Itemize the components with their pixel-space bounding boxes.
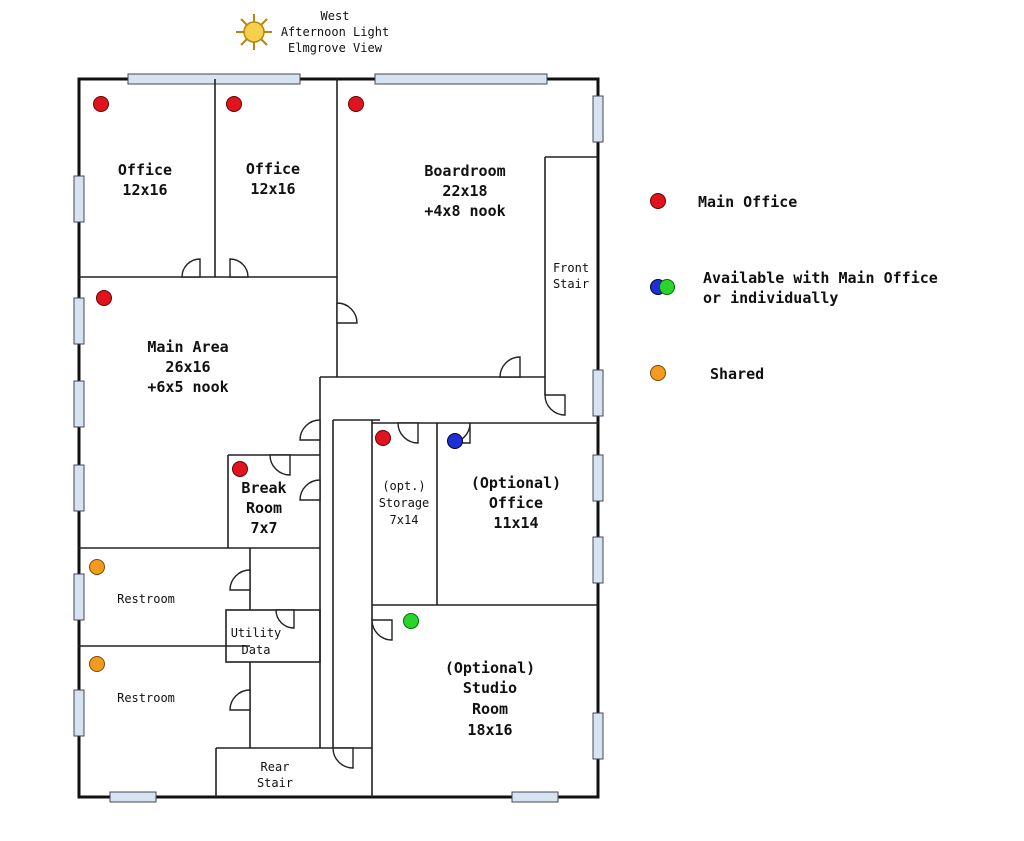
room-restroom-b: Restroom xyxy=(117,691,175,705)
windows xyxy=(73,73,604,803)
legend-main-office: Main Office xyxy=(650,193,797,211)
outer-wall xyxy=(77,77,600,799)
room-main-area: Main Area 26x16 +6x5 nook xyxy=(147,338,228,396)
marker-shared xyxy=(89,559,105,575)
doors xyxy=(181,258,566,769)
svg-text:Main Area: Main Area xyxy=(147,338,228,356)
svg-text:(Optional): (Optional) xyxy=(471,474,561,492)
room-restroom-a: Restroom xyxy=(117,592,175,606)
svg-text:Data: Data xyxy=(242,643,271,657)
svg-text:+4x8 nook: +4x8 nook xyxy=(424,202,505,220)
svg-text:11x14: 11x14 xyxy=(493,514,538,532)
room-storage: (opt.) Storage 7x14 xyxy=(379,479,430,527)
header-line-1: West xyxy=(321,9,350,23)
svg-text:Room: Room xyxy=(246,499,282,517)
svg-text:26x16: 26x16 xyxy=(165,358,210,376)
legend: Main Office Available with Main Office o… xyxy=(650,193,938,383)
header-line-2: Afternoon Light xyxy=(281,25,389,39)
svg-text:Front: Front xyxy=(553,261,589,275)
room-optional-office: (Optional) Office 11x14 xyxy=(471,474,561,532)
marker-main-office xyxy=(226,96,242,112)
svg-text:Restroom: Restroom xyxy=(117,592,175,606)
svg-text:Office: Office xyxy=(489,494,543,512)
marker-available-green xyxy=(403,613,419,629)
svg-text:7x14: 7x14 xyxy=(390,513,419,527)
marker-available-blue xyxy=(447,433,463,449)
svg-text:or individually: or individually xyxy=(703,289,838,307)
svg-text:12x16: 12x16 xyxy=(122,181,167,199)
marker-main-office xyxy=(348,96,364,112)
room-rear-stair: Rear Stair xyxy=(257,760,293,790)
room-office-b: Office 12x16 xyxy=(246,160,300,198)
svg-text:Stair: Stair xyxy=(553,277,589,291)
svg-text:12x16: 12x16 xyxy=(250,180,295,198)
svg-text:Office: Office xyxy=(118,161,172,179)
svg-text:Room: Room xyxy=(472,700,508,718)
room-markers xyxy=(89,96,463,672)
svg-text:18x16: 18x16 xyxy=(467,721,512,739)
svg-text:Studio: Studio xyxy=(463,679,517,697)
svg-text:22x18: 22x18 xyxy=(442,182,487,200)
room-boardroom: Boardroom 22x18 +4x8 nook xyxy=(424,162,505,220)
svg-text:Storage: Storage xyxy=(379,496,430,510)
svg-text:Boardroom: Boardroom xyxy=(424,162,505,180)
marker-main-office xyxy=(232,461,248,477)
svg-text:Rear: Rear xyxy=(261,760,290,774)
legend-available: Available with Main Office or individual… xyxy=(650,269,938,307)
room-office-a: Office 12x16 xyxy=(118,161,172,199)
room-front-stair: Front Stair xyxy=(553,261,589,291)
svg-text:(opt.): (opt.) xyxy=(382,479,425,493)
svg-text:Office: Office xyxy=(246,160,300,178)
svg-text:Shared: Shared xyxy=(710,365,764,383)
svg-text:Available with Main Office: Available with Main Office xyxy=(703,269,938,287)
svg-text:Restroom: Restroom xyxy=(117,691,175,705)
marker-main-office xyxy=(375,430,391,446)
room-break-room: Break Room 7x7 xyxy=(241,479,286,537)
marker-main-office xyxy=(96,290,112,306)
sun-icon xyxy=(236,14,272,50)
svg-text:Main Office: Main Office xyxy=(698,193,797,211)
svg-text:Stair: Stair xyxy=(257,776,293,790)
svg-text:(Optional): (Optional) xyxy=(445,659,535,677)
marker-shared xyxy=(89,656,105,672)
room-utility: Utility Data xyxy=(231,626,282,657)
svg-text:Break: Break xyxy=(241,479,286,497)
marker-main-office xyxy=(93,96,109,112)
svg-text:7x7: 7x7 xyxy=(250,519,277,537)
room-studio: (Optional) Studio Room 18x16 xyxy=(445,659,535,739)
svg-text:Utility: Utility xyxy=(231,626,282,640)
svg-text:+6x5 nook: +6x5 nook xyxy=(147,378,228,396)
header-line-3: Elmgrove View xyxy=(288,41,383,55)
legend-shared: Shared xyxy=(650,365,764,383)
